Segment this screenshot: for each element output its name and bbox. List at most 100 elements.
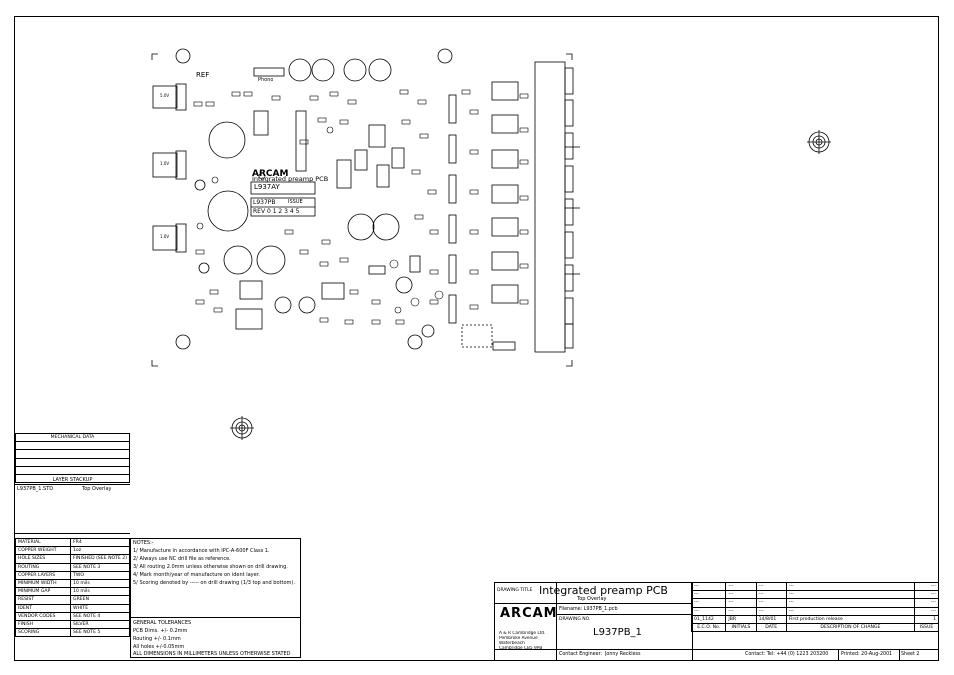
printed-date: Printed: 20-Aug-2001 xyxy=(841,652,893,657)
note-item: 3/ All routing 2.0mm unless otherwise sh… xyxy=(133,564,288,570)
corner-mark xyxy=(151,53,158,60)
capacitor xyxy=(274,296,292,314)
capacitor xyxy=(343,58,367,82)
mechanical-heading: MECHANICAL DATA xyxy=(15,432,130,443)
material-key: COPPER WEIGHT xyxy=(14,546,72,556)
pcb-ref-label: REF xyxy=(196,72,210,79)
resistor-array xyxy=(448,134,457,164)
relay xyxy=(491,284,519,304)
revision-cell: --- xyxy=(914,598,939,608)
keepout-area xyxy=(461,324,493,348)
material-value: SEE NOTE 4 xyxy=(70,611,130,622)
revision-row: --------------- xyxy=(690,598,939,608)
stackup-file: L937PB_1.STD xyxy=(17,486,54,492)
material-key: VENDOR CODES xyxy=(14,611,72,622)
pcb-board-rev: REV 0 1 2 3 4 5 xyxy=(253,208,300,215)
resistor-array xyxy=(448,214,457,244)
revision-cell: JBR xyxy=(725,614,757,625)
relay xyxy=(491,149,519,169)
material-value: 10 mils xyxy=(70,579,130,589)
pcb-phono-label: Phono xyxy=(258,77,274,83)
registration-target xyxy=(807,130,831,154)
relay xyxy=(491,217,519,237)
regulator-tab xyxy=(175,150,187,180)
pcb-label: 1.0V xyxy=(160,161,170,166)
capacitor xyxy=(208,121,246,159)
material-value: 10 mils xyxy=(70,587,130,597)
drawing-subtitle: Top Overlay xyxy=(577,596,607,602)
capacitor xyxy=(288,58,312,82)
material-key: SCORING xyxy=(14,628,72,638)
relay xyxy=(491,184,519,204)
capacitor xyxy=(395,276,413,294)
tolerance-item: ALL DIMENSIONS IN MILLIMETERS UNLESS OTH… xyxy=(133,651,291,657)
material-value: TWO xyxy=(70,570,130,581)
connector-phono xyxy=(253,67,285,77)
pcb-board-code2: L937PB xyxy=(253,199,276,206)
notes-heading: NOTES:- xyxy=(133,540,154,546)
corner-mark xyxy=(566,360,573,367)
material-value: FINISHED (SEE NOTE 2) xyxy=(70,554,130,564)
revision-row: --------------- xyxy=(690,590,939,600)
material-key: MINIMUM WIDTH xyxy=(14,579,72,589)
regulator-tab xyxy=(175,83,187,111)
ic xyxy=(239,280,263,300)
ic xyxy=(336,159,352,189)
pcb-label: 5.0V xyxy=(160,93,170,98)
mechanical-data-table: MECHANICAL DATA xyxy=(15,432,130,484)
filename: Filename: L937PB_1.pcb xyxy=(559,607,618,612)
pcb-label: 1.0V xyxy=(160,234,170,239)
ic xyxy=(321,282,345,300)
drawing-frame xyxy=(14,16,939,661)
revision-cell: --- xyxy=(690,590,727,600)
arcam-logo: ARCAM xyxy=(500,606,558,621)
relay xyxy=(491,114,519,134)
ic xyxy=(368,124,386,148)
socket xyxy=(564,132,574,160)
revision-cell: --- xyxy=(725,598,757,608)
contact-engineer-label: Contact Engineer: xyxy=(559,652,603,657)
note-item: 4/ Mark month/year of manufacture on ide… xyxy=(133,572,260,578)
material-value: WHITE xyxy=(70,603,130,613)
resistor-array xyxy=(448,294,457,324)
revision-cell: 1 xyxy=(914,614,939,625)
material-key: ROUTING xyxy=(14,562,72,572)
ic xyxy=(409,255,421,273)
capacitor xyxy=(368,58,392,82)
pcb-board-issue: ISSUE xyxy=(288,199,303,205)
registration-target xyxy=(230,416,254,440)
revision-cell: 14/8/01 xyxy=(755,614,787,625)
socket xyxy=(564,67,574,95)
drawing-no: L937PB_1 xyxy=(593,627,642,638)
revision-cell: --- xyxy=(785,590,916,600)
capacitor xyxy=(298,296,316,314)
capacitor xyxy=(207,190,249,232)
socket xyxy=(564,297,574,325)
material-key: COPPER LAYERS xyxy=(14,570,72,581)
tolerance-item: Routing +/- 0.1mm xyxy=(133,636,181,642)
material-value: FR4 xyxy=(70,537,130,548)
revision-header: INITIALS xyxy=(725,623,757,633)
socket xyxy=(564,231,574,259)
revision-cell: --- xyxy=(914,606,939,616)
capacitor xyxy=(372,213,400,241)
mounting-hole xyxy=(407,334,423,350)
socket xyxy=(564,264,574,292)
ic xyxy=(391,147,405,169)
socket xyxy=(564,99,574,127)
material-key: IDENT xyxy=(14,603,72,613)
capacitor xyxy=(347,213,375,241)
note-item: 2/ Always use NC drill file as reference… xyxy=(133,556,231,562)
revision-cell: 01_1142 xyxy=(690,614,727,625)
pcb-board-logo: ARCAM xyxy=(252,169,289,179)
material-key: MATERIAL xyxy=(14,537,72,548)
